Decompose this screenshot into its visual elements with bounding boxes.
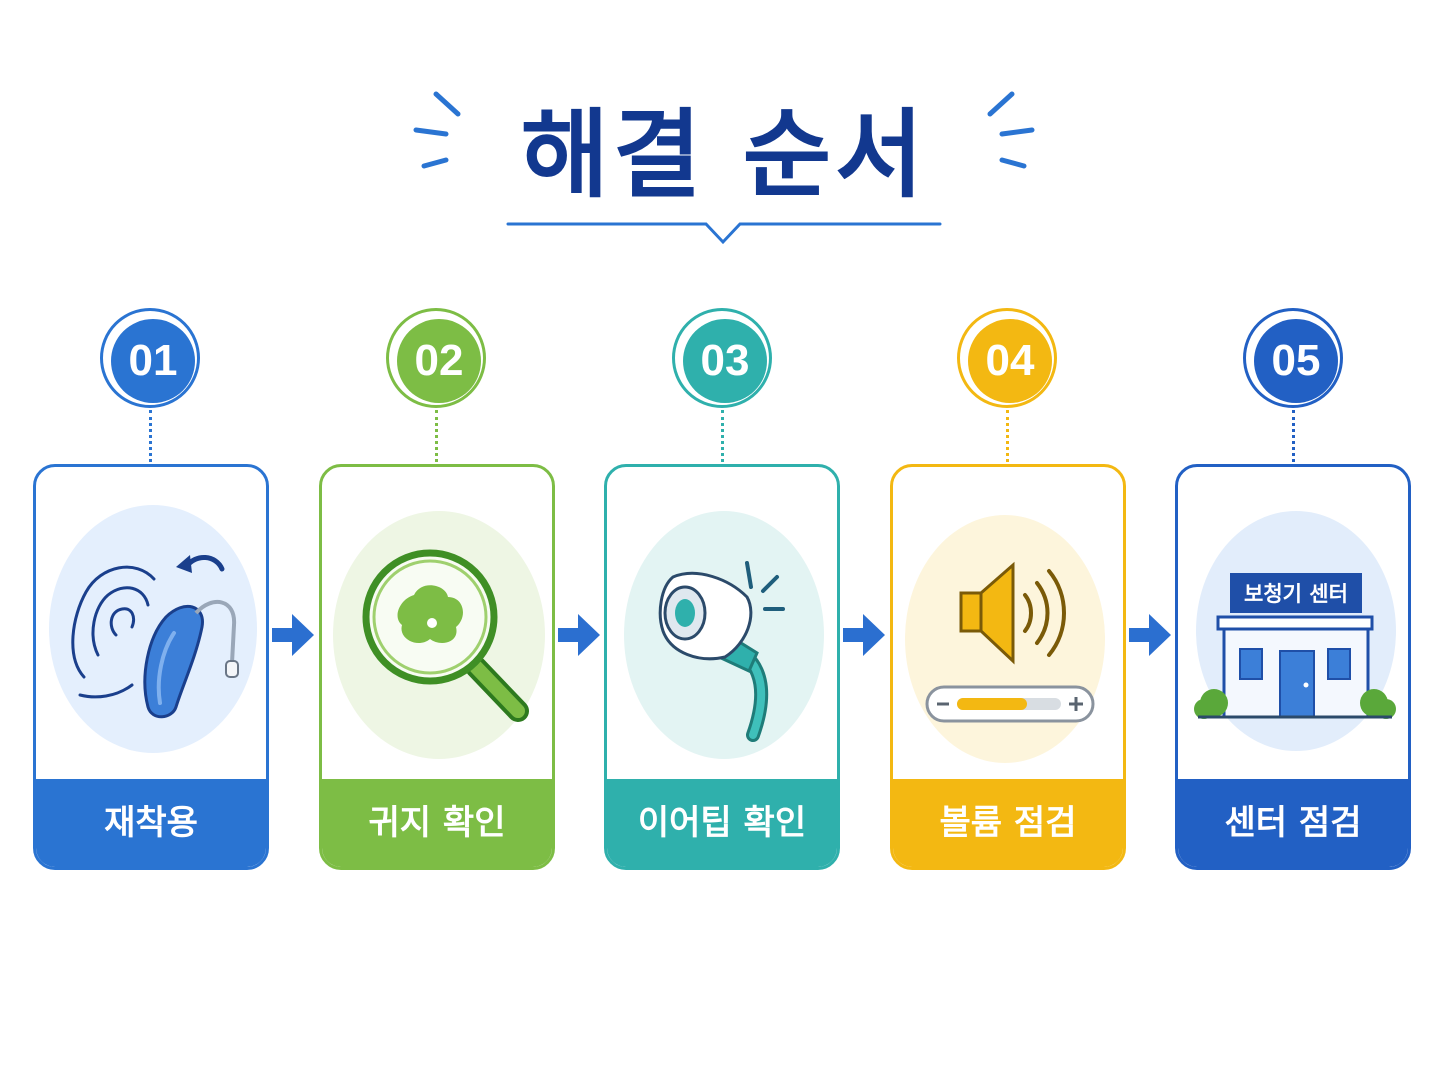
step-number: 02 <box>397 319 481 403</box>
step-number: 01 <box>111 319 195 403</box>
step-card-earwax: 귀지 확인 <box>319 464 555 870</box>
hearing-center-building-icon: 보청기 센터 <box>1194 511 1396 751</box>
sparkle-line <box>999 157 1027 169</box>
center-sign-text: 보청기 센터 <box>1244 582 1348 606</box>
speaker-volume-icon <box>905 515 1105 763</box>
dotted-connector <box>1292 410 1295 462</box>
sparkle-line <box>413 127 449 137</box>
step-number: 04 <box>968 319 1052 403</box>
step-label: 재착용 <box>36 779 266 867</box>
arrow-right-icon <box>272 614 314 656</box>
magnifier-earwax-icon <box>333 511 545 759</box>
dotted-connector <box>435 410 438 462</box>
step-badge-02: 02 <box>386 308 486 408</box>
page-title: 해결 순서 <box>520 99 928 211</box>
step-label: 이어팁 확인 <box>607 779 837 867</box>
step-number: 05 <box>1254 319 1338 403</box>
step-label: 귀지 확인 <box>322 779 552 867</box>
step-badge-05: 05 <box>1243 308 1343 408</box>
dotted-connector <box>149 410 152 462</box>
sparkle-line <box>433 91 461 117</box>
title-decoration <box>413 91 1035 245</box>
ear-tip-icon <box>624 511 824 759</box>
dotted-connector <box>1006 410 1009 462</box>
hearing-aid-rewear-icon <box>49 505 257 753</box>
title-underline <box>506 222 942 245</box>
step-badge-04: 04 <box>957 308 1057 408</box>
step-card-center: 보청기 센터 센터 점검 <box>1175 464 1411 870</box>
arrow-right-icon <box>1129 614 1171 656</box>
step-card-eartip: 이어팁 확인 <box>604 464 840 870</box>
step-card-rewear: 재착용 <box>33 464 269 870</box>
dotted-connector <box>721 410 724 462</box>
sparkle-line <box>987 91 1015 117</box>
step-number: 03 <box>683 319 767 403</box>
title-area: 해결 순서 <box>0 70 1448 260</box>
arrow-right-icon <box>558 614 600 656</box>
step-label: 볼륨 점검 <box>893 779 1123 867</box>
step-label: 센터 점검 <box>1178 779 1408 867</box>
step-badge-03: 03 <box>672 308 772 408</box>
sparkle-line <box>421 157 449 169</box>
arrow-right-icon <box>843 614 885 656</box>
sparkle-line <box>999 127 1035 137</box>
step-card-volume: 볼륨 점검 <box>890 464 1126 870</box>
step-badge-01: 01 <box>100 308 200 408</box>
